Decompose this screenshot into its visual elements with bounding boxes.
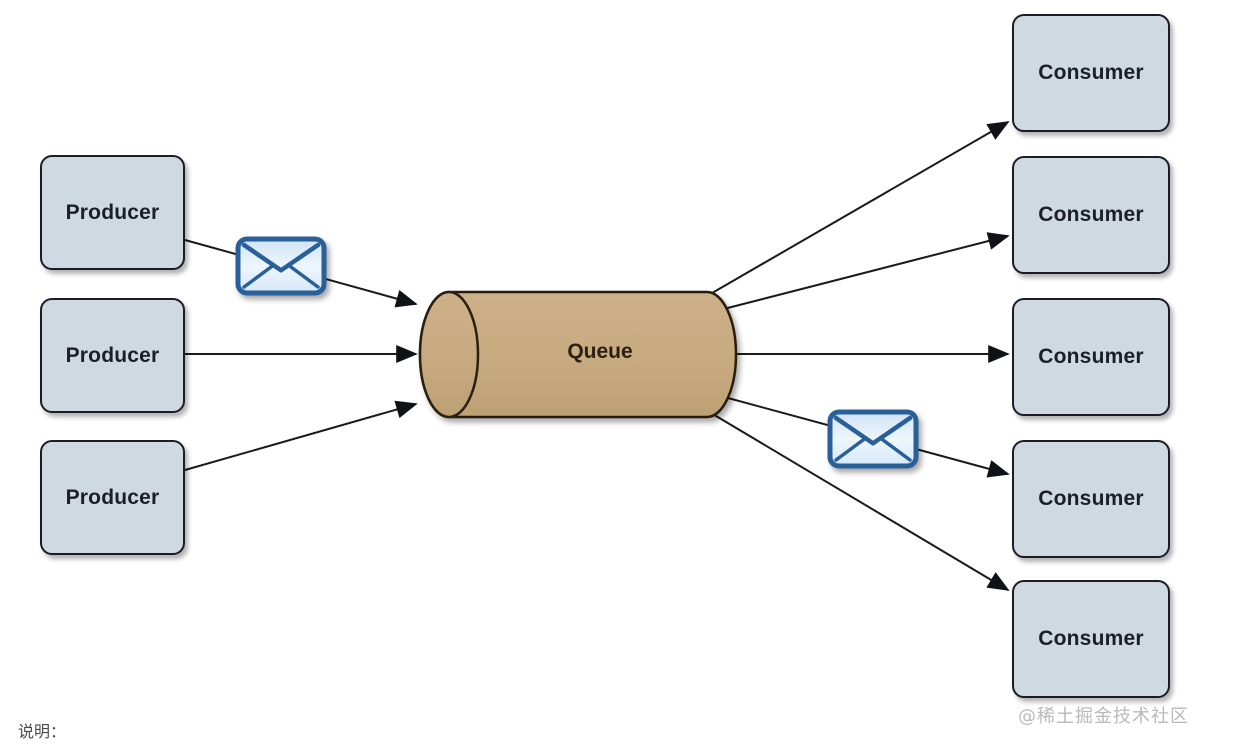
consumer-node-3-label: Consumer <box>1038 345 1144 368</box>
consumer-node-4[interactable]: Consumer <box>1012 440 1170 558</box>
message-envelope-outbound <box>827 409 919 469</box>
consumer-node-2[interactable]: Consumer <box>1012 156 1170 274</box>
edge-queue-to-consumer-2 <box>711 232 1010 313</box>
consumer-node-2-label: Consumer <box>1038 203 1144 226</box>
producer-node-1-label: Producer <box>65 200 160 224</box>
message-envelope-inbound <box>235 236 327 296</box>
consumer-node-3[interactable]: Consumer <box>1012 298 1170 416</box>
producer-node-3[interactable]: Producer <box>40 440 185 555</box>
consumer-node-1[interactable]: Consumer <box>1012 14 1170 132</box>
edges-layer <box>184 121 1010 591</box>
consumer-node-5[interactable]: Consumer <box>1012 580 1170 698</box>
consumer-node-5-label: Consumer <box>1038 627 1144 650</box>
producer-node-2[interactable]: Producer <box>40 298 185 413</box>
producer-node-2-label: Producer <box>65 343 160 367</box>
envelopes-layer <box>235 236 919 469</box>
watermark: @稀土掘金技术社区 <box>1018 706 1189 727</box>
caption-text: 说明： <box>18 722 67 741</box>
producer-node-1[interactable]: Producer <box>40 155 185 270</box>
edge-producer-3-to-queue <box>184 400 418 471</box>
queue-label: Queue <box>567 340 633 363</box>
consumer-node-1-label: Consumer <box>1038 61 1144 84</box>
producer-node-3-label: Producer <box>65 485 160 509</box>
queue-cylinder-cap <box>418 290 480 419</box>
consumer-node-4-label: Consumer <box>1038 487 1144 510</box>
edge-queue-to-consumer-5 <box>705 409 1010 591</box>
edge-queue-to-consumer-1 <box>699 121 1010 301</box>
queue-shape <box>418 290 738 419</box>
